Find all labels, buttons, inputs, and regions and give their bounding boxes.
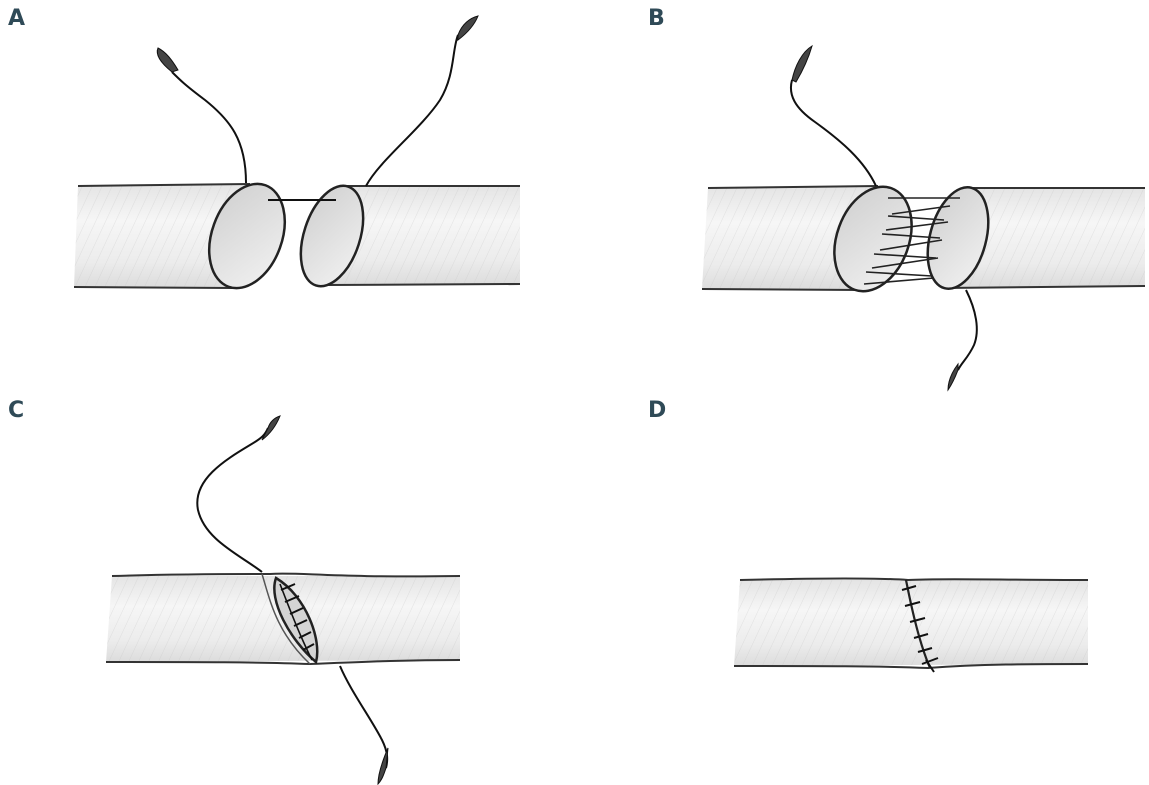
vessel-body — [734, 579, 1088, 669]
suture-thread-top — [791, 80, 876, 186]
panel-a — [74, 16, 520, 299]
suture-thread-right — [366, 35, 458, 186]
needle-right-icon — [458, 16, 478, 40]
needle-bottom-icon — [378, 748, 388, 784]
needle-top-icon — [792, 46, 812, 82]
panel-d — [734, 579, 1088, 673]
suture-thread-bottom — [340, 666, 387, 768]
suture-thread-top — [197, 428, 268, 572]
needle-top-icon — [262, 416, 280, 440]
suture-thread-bottom — [958, 290, 977, 370]
needle-left-icon — [157, 48, 178, 72]
panel-b — [702, 46, 1145, 390]
needle-bottom-icon — [948, 364, 958, 390]
panel-c — [106, 416, 460, 784]
suture-thread-left — [172, 72, 246, 183]
